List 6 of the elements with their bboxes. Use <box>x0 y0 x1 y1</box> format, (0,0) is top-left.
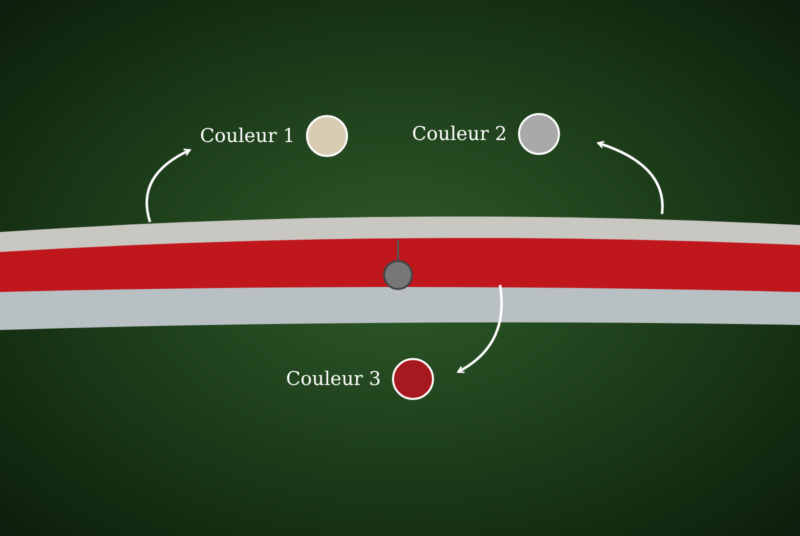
callout-label: Couleur 2 <box>412 123 507 145</box>
arrow <box>597 141 664 214</box>
arrow <box>146 148 191 222</box>
arrow <box>457 284 503 374</box>
callout-label: Couleur 1 <box>200 125 295 147</box>
callout-label: Couleur 3 <box>286 368 381 390</box>
